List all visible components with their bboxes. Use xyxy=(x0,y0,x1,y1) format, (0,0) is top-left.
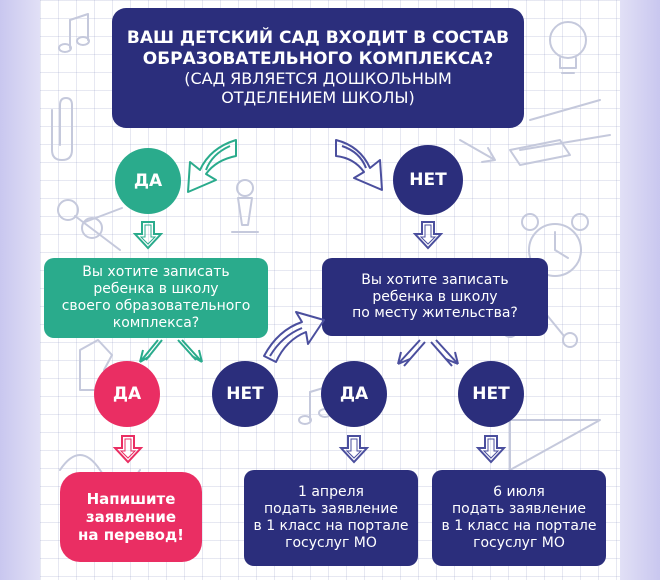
result-april-line-3: в 1 класс на портале xyxy=(253,518,409,534)
result-april-line-2: подать заявление xyxy=(264,501,398,518)
main-question-title: ВАШ ДЕТСКИЙ САД ВХОДИТ В СОСТАВ xyxy=(126,28,510,49)
complex-question-line-4: комплекса? xyxy=(112,314,200,331)
complex-question-line-3: своего образовательного xyxy=(61,298,251,314)
answer-no-label: НЕТ xyxy=(409,169,447,190)
residence-question-line-1: Вы хотите записать xyxy=(361,271,509,288)
answer-yes-label-2: ДА xyxy=(112,383,142,404)
main-question-subtitle: (САД ЯВЛЯЕТСЯ ДОШКОЛЬНЫМ xyxy=(184,69,452,89)
residence-question-line-3: по месту жительства? xyxy=(352,305,518,322)
result-transfer-box: Напишите заявление на перевод! xyxy=(60,472,202,562)
answer-no-label-3: НЕТ xyxy=(472,383,510,404)
result-april-line-1: 1 апреля xyxy=(298,484,364,501)
answer-yes-label-3: ДА xyxy=(339,383,369,404)
doodle-arrow xyxy=(459,139,496,163)
paperclip-icon xyxy=(51,97,73,161)
pencil-icon xyxy=(509,139,571,166)
alarm-clock-icon xyxy=(521,213,589,277)
chess-pawn-icon xyxy=(231,179,259,233)
result-july-line-1: 6 июля xyxy=(493,484,545,501)
ruler-icon xyxy=(509,419,601,471)
result-july-line-3: в 1 класс на портале xyxy=(441,518,597,534)
residence-question-line-2: ребенка в школу xyxy=(372,288,498,305)
result-april-box: 1 апреля подать заявление в 1 класс на п… xyxy=(244,470,418,566)
music-note-icon xyxy=(58,13,90,53)
answer-no-circle-1: НЕТ xyxy=(393,145,463,215)
complex-question-box: Вы хотите записать ребенка в школу своег… xyxy=(44,258,268,338)
light-bulb-icon xyxy=(549,21,587,74)
infographic-board: ВАШ ДЕТСКИЙ САД ВХОДИТ В СОСТАВ ОБРАЗОВА… xyxy=(40,0,620,580)
residence-question-box: Вы хотите записать ребенка в школу по ме… xyxy=(322,258,548,336)
result-transfer-line-3: на перевод! xyxy=(78,526,184,544)
answer-yes-circle-complex: ДА xyxy=(94,361,160,427)
answer-yes-circle-1: ДА xyxy=(115,148,181,214)
result-july-box: 6 июля подать заявление в 1 класс на пор… xyxy=(432,470,606,566)
doodle-lines xyxy=(529,99,601,121)
result-april-line-4: госуслуг МО xyxy=(285,534,377,551)
main-question-title-2: ОБРАЗОВАТЕЛЬНОГО КОМПЛЕКСА? xyxy=(142,48,494,69)
answer-no-circle-residence: НЕТ xyxy=(458,361,524,427)
result-transfer-line-2: заявление xyxy=(85,508,177,526)
result-july-line-2: подать заявление xyxy=(452,501,586,518)
answer-no-label-2: НЕТ xyxy=(226,383,264,404)
answer-no-circle-complex: НЕТ xyxy=(212,361,278,427)
result-july-line-4: госуслуг МО xyxy=(473,534,565,551)
main-question-subtitle-2: ОТДЕЛЕНИЕМ ШКОЛЫ) xyxy=(221,88,415,108)
scissors-icon xyxy=(57,199,123,251)
result-transfer-line-1: Напишите xyxy=(86,490,176,508)
answer-yes-circle-residence: ДА xyxy=(321,361,387,427)
complex-question-line-2: ребенка в школу xyxy=(93,281,219,298)
answer-yes-label: ДА xyxy=(133,170,163,191)
complex-question-line-1: Вы хотите записать xyxy=(82,264,230,281)
main-question-box: ВАШ ДЕТСКИЙ САД ВХОДИТ В СОСТАВ ОБРАЗОВА… xyxy=(112,8,524,128)
